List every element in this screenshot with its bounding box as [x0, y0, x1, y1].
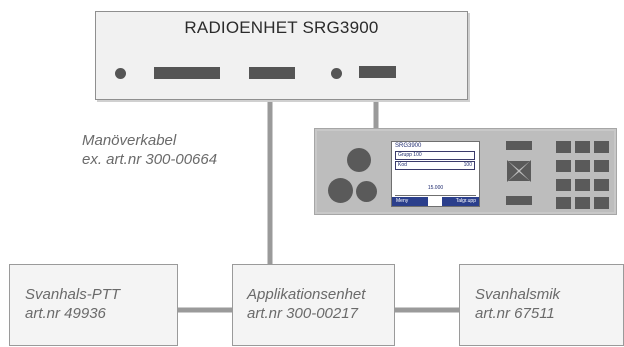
- radio-unit-title: RADIOENHET SRG3900: [184, 18, 379, 37]
- cable-label-name: Manöverkabel: [82, 132, 177, 149]
- key-5[interactable]: [575, 160, 590, 172]
- radio-display: SRG3900 Grupp 100 Kod 100 15.000 Meny Ta…: [391, 141, 480, 207]
- display-softkey-bar: Meny Talgr.upp: [392, 197, 479, 206]
- radio-unit-box: RADIOENHET SRG3900: [95, 11, 468, 100]
- key-10[interactable]: [556, 197, 571, 209]
- key-6[interactable]: [594, 160, 609, 172]
- cable-label-artnr: ex. art.nr 300-00664: [82, 151, 218, 168]
- control-panel: SRG3900 Grupp 100 Kod 100 15.000 Meny Ta…: [314, 128, 617, 215]
- key-7[interactable]: [556, 179, 571, 191]
- node-ptt-label: Svanhals-PTT art.nr 49936: [25, 285, 120, 323]
- display-row-code-label: Kod: [398, 162, 407, 168]
- node-ptt-artnr: art.nr 49936: [25, 305, 106, 322]
- key-1[interactable]: [556, 141, 571, 153]
- node-mic-name: Svanhalsmik: [475, 286, 561, 303]
- display-row-group-label: Grupp 100: [398, 152, 422, 158]
- key-8[interactable]: [575, 179, 590, 191]
- key-11[interactable]: [575, 197, 590, 209]
- display-row-group: Grupp 100: [395, 151, 475, 160]
- node-application-label: Applikationsenhet art.nr 300-00217: [247, 285, 365, 323]
- node-mic-artnr: art.nr 67511: [475, 305, 555, 322]
- key-12[interactable]: [594, 197, 609, 209]
- radio-port-rect-3: [359, 66, 396, 78]
- display-title: SRG3900: [395, 143, 422, 149]
- node-ptt-box: Svanhals-PTT art.nr 49936: [9, 264, 178, 346]
- cable-label: Manöverkabel ex. art.nr 300-00664: [82, 131, 217, 169]
- softkey-gap: [428, 197, 442, 206]
- nav-button-top[interactable]: [506, 141, 532, 150]
- display-row-code: Kod 100: [395, 161, 475, 170]
- key-2[interactable]: [575, 141, 590, 153]
- nav-arrows-icon[interactable]: [505, 157, 533, 185]
- node-mic-box: Svanhalsmik art.nr 67511: [459, 264, 624, 346]
- node-application-box: Applikationsenhet art.nr 300-00217: [232, 264, 395, 346]
- key-4[interactable]: [556, 160, 571, 172]
- softkey-talkgroup[interactable]: Talgr.upp: [455, 198, 476, 204]
- display-scale: [395, 192, 476, 196]
- radio-port-rect-1: [154, 67, 220, 79]
- key-3[interactable]: [594, 141, 609, 153]
- radio-port-round-right: [331, 68, 342, 79]
- nav-button-bottom[interactable]: [506, 196, 532, 205]
- display-frequency: 15.000: [427, 185, 444, 191]
- knob-large-icon: [328, 178, 353, 203]
- node-ptt-name: Svanhals-PTT: [25, 286, 121, 303]
- knob-medium-icon: [356, 181, 377, 202]
- knob-small-icon: [347, 148, 371, 172]
- key-9[interactable]: [594, 179, 609, 191]
- radio-port-round-left: [115, 68, 126, 79]
- node-mic-label: Svanhalsmik art.nr 67511: [475, 285, 560, 323]
- display-row-code-value: 100: [463, 162, 472, 168]
- softkey-menu[interactable]: Meny: [396, 198, 409, 204]
- node-application-artnr: art.nr 300-00217: [247, 305, 358, 322]
- radio-port-rect-2: [249, 67, 295, 79]
- node-application-name: Applikationsenhet: [247, 286, 366, 303]
